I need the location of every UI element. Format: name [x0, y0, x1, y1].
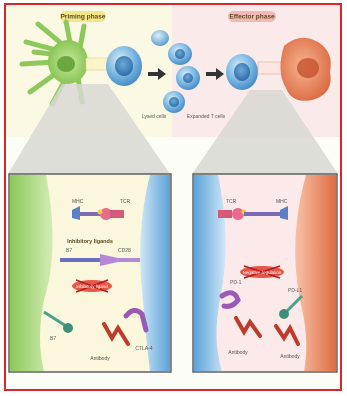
naive-t-cell — [106, 46, 142, 86]
left-detail-panel: MHC TCR Inhibitory ligands B7 CD28 Inhib… — [9, 174, 171, 372]
pdl1-label: PD-L1 — [288, 288, 302, 294]
antibody-right-label-2: Antibody — [280, 354, 300, 360]
effector-phase-title: Effector phase — [229, 14, 275, 21]
lysed-cells-label: Lysed cells — [142, 114, 167, 120]
inhibitory-ligand-label: Inhibitory ligand — [76, 284, 108, 289]
b7-label: B7 — [66, 248, 72, 254]
effector-synapse-link — [258, 62, 282, 74]
antibody-right-label-1: Antibody — [228, 350, 248, 356]
ctla4-label: CTLA-4 — [135, 346, 152, 352]
effector-t-cell — [226, 54, 258, 90]
tcr-label-right: TCR — [226, 199, 237, 205]
mhc-label-left: MHC — [72, 199, 84, 205]
antibody-left-label: Antibody — [90, 356, 110, 362]
right-detail-panel: TCR MHC Negative regulation PD-1 PD-L1 A… — [193, 174, 337, 372]
tcr-label-left: TCR — [120, 199, 131, 205]
cd28-label: CD28 — [118, 248, 131, 254]
negative-regulation-label: Negative regulation — [243, 270, 282, 275]
mhc-label-right: MHC — [276, 199, 288, 205]
inhibitory-ligands-heading: Inhibitory ligands — [67, 239, 113, 245]
tumor-cell — [280, 38, 330, 101]
priming-synapse-link — [86, 58, 108, 70]
priming-phase-title: Priming phase — [61, 14, 106, 21]
pd1-label: PD-1 — [230, 280, 242, 286]
b7-bottom-label: B7 — [50, 336, 56, 342]
expanded-t-cells-label: Expanded T cells — [187, 114, 226, 120]
